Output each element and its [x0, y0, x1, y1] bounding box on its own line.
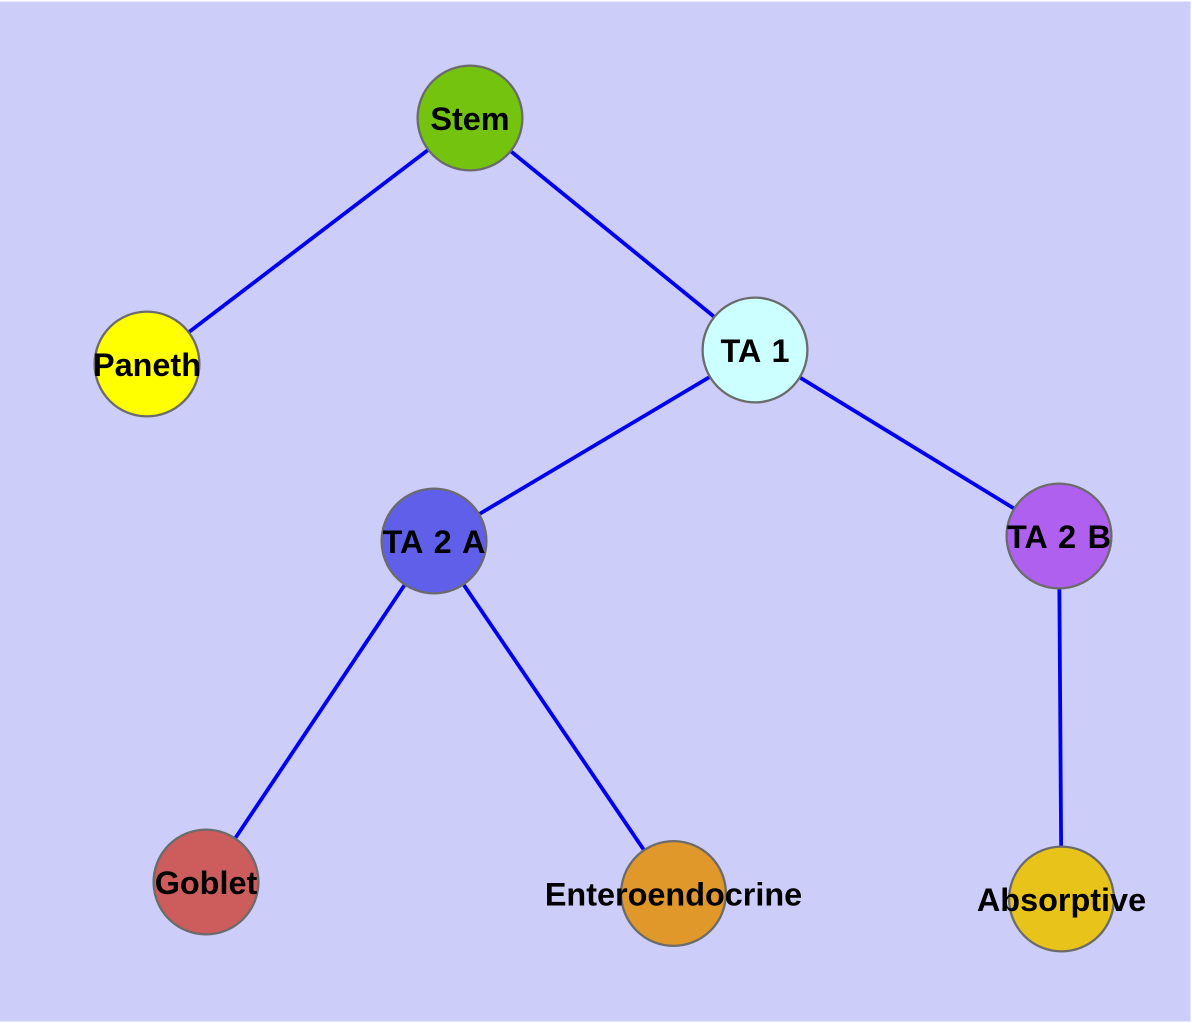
svg-text:Enteroendocrine: Enteroendocrine: [545, 877, 802, 913]
svg-text:Goblet: Goblet: [155, 865, 258, 901]
svg-text:Absorptive: Absorptive: [977, 882, 1146, 918]
svg-text:TA 1: TA 1: [720, 333, 789, 369]
svg-text:TA 2 B: TA 2 B: [1007, 519, 1111, 555]
svg-text:Stem: Stem: [430, 101, 509, 137]
svg-text:Paneth: Paneth: [93, 347, 201, 383]
svg-text:TA 2 A: TA 2 A: [383, 524, 486, 560]
